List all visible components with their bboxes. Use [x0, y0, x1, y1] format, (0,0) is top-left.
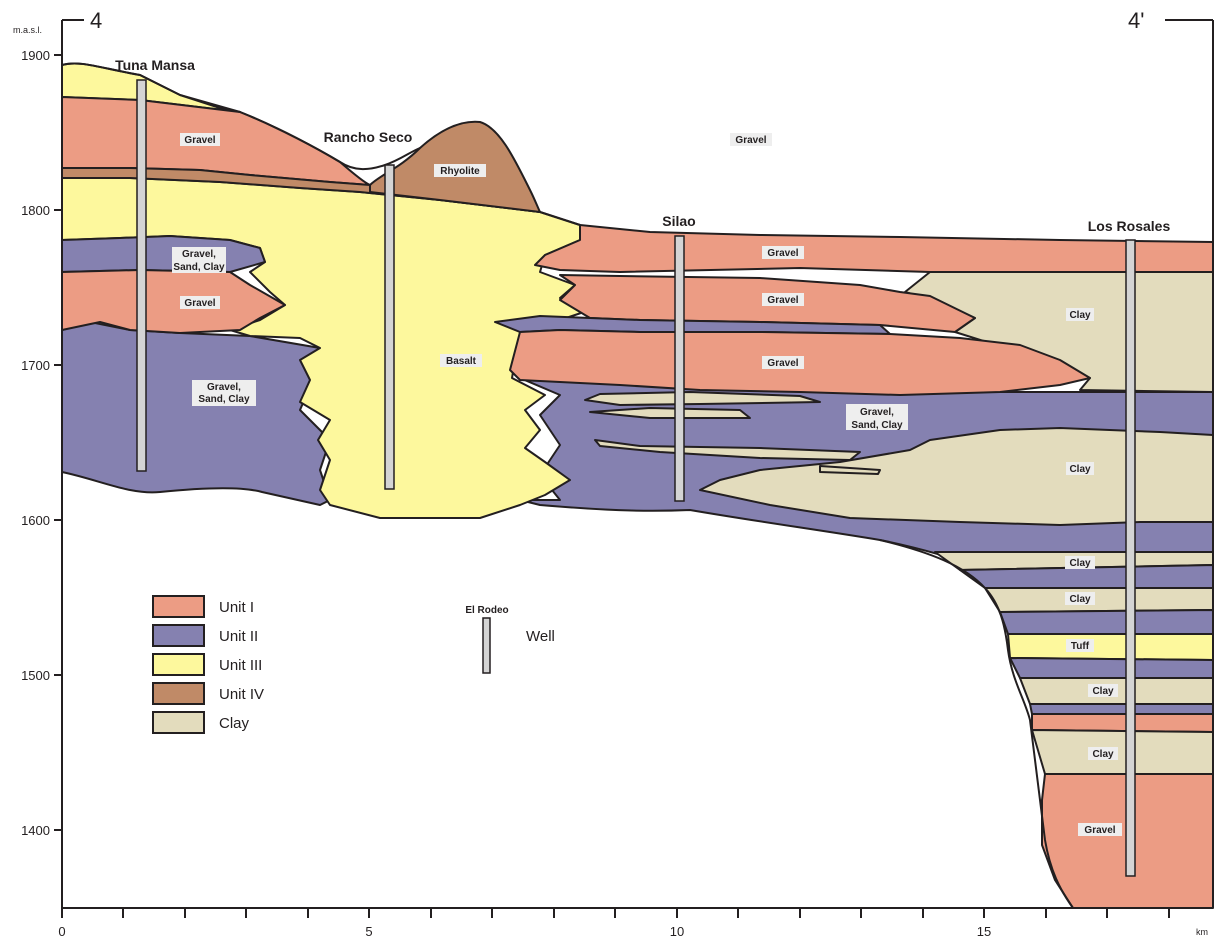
label-clay-r1: Clay: [1069, 310, 1091, 321]
label-clay-r5: Clay: [1092, 686, 1114, 697]
well-rancho-seco: [384, 164, 395, 490]
label-gsc-b1: Gravel,: [207, 382, 241, 393]
well-silao: [674, 235, 685, 502]
y-axis-unit: m.a.s.l.: [13, 25, 42, 35]
legend-well-name: El Rodeo: [465, 605, 508, 616]
y-axis: 1900 1800 1700 1600 1500 1400: [21, 48, 62, 838]
label-gravel-tm2: Gravel: [184, 298, 215, 309]
x-tick-5: 5: [365, 924, 372, 939]
well-tuna-mansa: [136, 79, 147, 472]
y-tick-1600: 1600: [21, 513, 50, 528]
y-tick-1800: 1800: [21, 203, 50, 218]
label-gravel-tm: Gravel: [184, 135, 215, 146]
x-tick-10: 10: [670, 924, 684, 939]
frame: [61, 19, 1214, 909]
well-name-tuna-mansa: Tuna Mansa: [115, 57, 195, 73]
x-tick-0: 0: [58, 924, 65, 939]
x-tick-15: 15: [977, 924, 991, 939]
y-tick-1900: 1900: [21, 48, 50, 63]
unit-i-gravel-top-right: [534, 211, 1214, 273]
legend-well-label: Well: [526, 628, 555, 645]
unit-ii-upper-left: [61, 235, 266, 273]
label-gsc-a1: Gravel,: [182, 249, 216, 260]
legend-well-symbol: [482, 617, 491, 674]
label-gravel-s1: Gravel: [767, 248, 798, 259]
legend-swatch-unit-iii: [152, 653, 205, 676]
layer-labels: Gravel Gravel, Sand, Clay Gravel Gravel,…: [172, 133, 1122, 836]
y-tick-1700: 1700: [21, 358, 50, 373]
x-axis-unit: km: [1196, 927, 1208, 937]
unit-ii-right-4: [1029, 703, 1214, 715]
label-gsc-b2: Sand, Clay: [198, 394, 250, 405]
label-rhyolite: Rhyolite: [440, 166, 480, 177]
y-tick-1400: 1400: [21, 823, 50, 838]
legend-label-unit-i: Unit I: [219, 599, 254, 616]
clay-lens-2: [589, 407, 751, 419]
clay-lens-4: [819, 465, 881, 475]
layers: [61, 62, 1214, 909]
clay-right-2: [984, 587, 1214, 613]
legend-swatch-unit-i: [152, 595, 205, 618]
label-gravel-top: Gravel: [735, 135, 766, 146]
well-name-rancho-seco: Rancho Seco: [324, 129, 413, 145]
label-gsc-c1: Gravel,: [860, 407, 894, 418]
label-gravel-s3: Gravel: [767, 358, 798, 369]
legend-label-unit-ii: Unit II: [219, 628, 258, 645]
legend-swatch-unit-iv: [152, 682, 205, 705]
label-basalt: Basalt: [446, 356, 477, 367]
legend-label-unit-iv: Unit IV: [219, 686, 264, 703]
unit-ii-right-2: [999, 609, 1214, 635]
y-tick-1500: 1500: [21, 668, 50, 683]
unit-i-gravel-left-2: [61, 269, 286, 334]
label-clay-r2: Clay: [1069, 464, 1091, 475]
well-name-silao: Silao: [662, 213, 695, 229]
right-stack-edge: [879, 539, 1074, 909]
unit-iii-tuff: [1007, 633, 1214, 661]
label-tuff: Tuff: [1071, 641, 1090, 652]
legend-label-clay: Clay: [219, 715, 250, 732]
label-clay-r4: Clay: [1069, 594, 1091, 605]
x-axis: [61, 908, 1170, 918]
unit-ii-right-3: [1009, 657, 1214, 679]
legend-swatch-clay: [152, 711, 205, 734]
label-gravel-s2: Gravel: [767, 295, 798, 306]
clay-lens-1: [584, 391, 821, 406]
label-clay-r3: Clay: [1069, 558, 1091, 569]
label-gsc-c2: Sand, Clay: [851, 420, 903, 431]
legend-swatch-unit-ii: [152, 624, 205, 647]
clay-block-mid-right: [699, 427, 1214, 526]
clay-right-4: [1031, 729, 1214, 775]
legend-label-unit-iii: Unit III: [219, 657, 262, 674]
label-gravel-bottom: Gravel: [1084, 825, 1115, 836]
label-clay-r6: Clay: [1092, 749, 1114, 760]
well-name-los-rosales: Los Rosales: [1088, 218, 1171, 234]
ground-surface: [61, 62, 421, 171]
section-end-label: 4': [1128, 8, 1144, 33]
wells: Tuna Mansa Rancho Seco Silao Los Rosales: [115, 57, 1171, 877]
section-start-label: 4: [90, 8, 102, 33]
label-gsc-a2: Sand, Clay: [173, 262, 225, 273]
well-los-rosales: [1125, 239, 1136, 877]
legend: Unit I Unit II Unit III Unit IV Clay El …: [152, 595, 555, 734]
